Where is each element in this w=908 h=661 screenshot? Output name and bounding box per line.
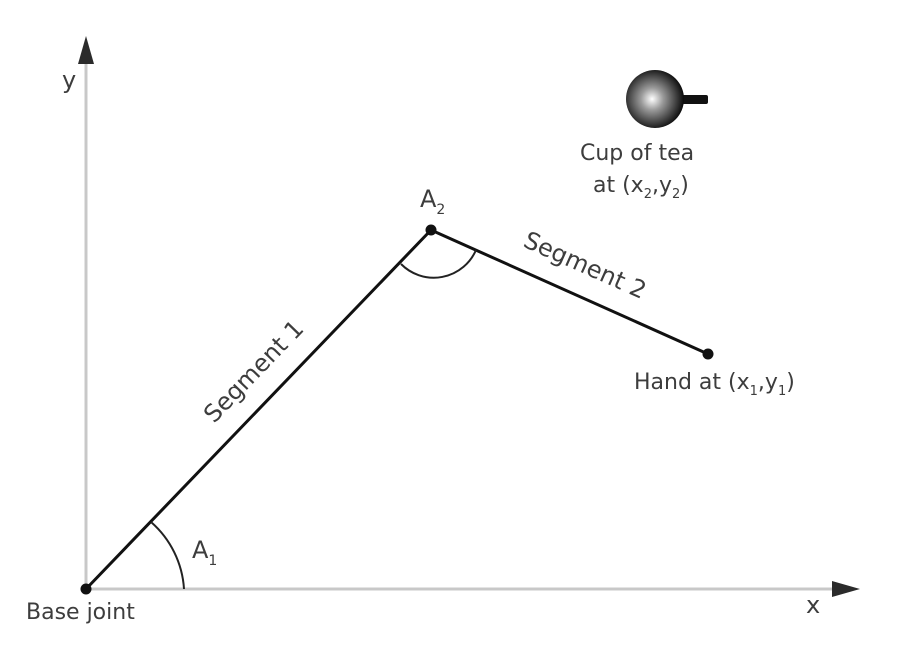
hand-label-prefix: Hand at (x	[634, 370, 750, 395]
angle-a2-sub: 2	[436, 202, 445, 218]
segment-2-label: Segment 2	[520, 226, 651, 305]
angle-a1-sub: 1	[208, 553, 217, 569]
cup-label-suffix: )	[680, 173, 689, 198]
x-axis-arrowhead	[832, 581, 860, 597]
base-joint-label: Base joint	[26, 600, 135, 625]
angle-a2-label: A2	[420, 185, 445, 218]
cup-label-mid: ,y	[652, 173, 672, 198]
segment-1	[84, 228, 433, 591]
segment-2	[430, 228, 709, 356]
hand-label-suffix: )	[786, 370, 795, 395]
cup-label-line1: Cup of tea	[580, 141, 694, 166]
hand-label-mid: ,y	[758, 370, 778, 395]
cup-label-prefix: at (x	[593, 173, 644, 198]
hand-label-sub2: 1	[778, 384, 786, 399]
hand-dot	[702, 348, 714, 360]
hand-label-sub1: 1	[750, 384, 758, 399]
angle-a1-arc	[150, 521, 185, 590]
cup-label-sub2: 2	[672, 187, 680, 202]
cup-label-sub1: 2	[644, 187, 652, 202]
base-joint-dot	[80, 583, 92, 595]
y-axis-label: y	[62, 66, 76, 94]
angle-a2-arc	[400, 249, 477, 279]
angle-a1-label: A1	[192, 536, 217, 569]
x-axis-label: x	[806, 591, 820, 619]
cup-label-line2: at (x2,y2)	[593, 173, 689, 202]
y-axis-arrowhead	[78, 36, 94, 64]
angle-a2-main: A	[420, 185, 437, 213]
segment-1-label: Segment 1	[198, 315, 309, 429]
elbow-joint-dot	[425, 224, 437, 236]
angle-a1-main: A	[192, 536, 209, 564]
teacup-icon	[626, 70, 708, 128]
hand-label: Hand at (x1,y1)	[634, 370, 795, 399]
